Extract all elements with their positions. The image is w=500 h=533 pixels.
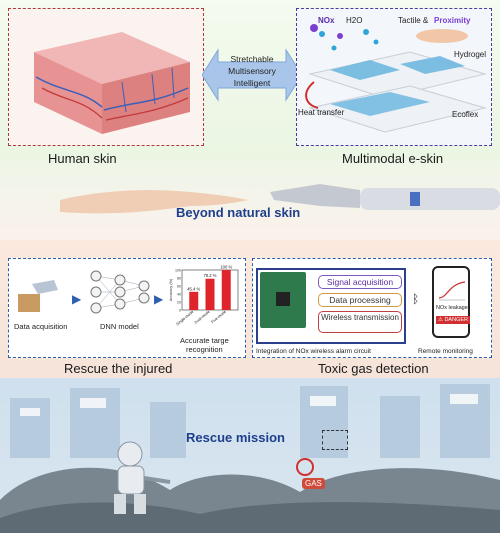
robot-hand-illustration <box>270 184 500 210</box>
tactile-label: Tactile & <box>398 16 429 25</box>
category-label: Dual-mode <box>194 310 211 325</box>
bar <box>205 278 215 310</box>
circuit-board-frame <box>256 268 406 344</box>
gas-caption: Toxic gas detection <box>318 361 429 376</box>
double-arrow-icon <box>202 48 302 102</box>
bar-value-label: 45.4 % <box>187 286 200 291</box>
remote-monitoring-label: Remote monitoring <box>418 348 473 355</box>
step-signal-acquisition: Signal acquisition <box>318 275 402 289</box>
hydrogel-label: Hydrogel <box>454 50 487 59</box>
y-axis-label: Accuracy (%) <box>169 278 173 301</box>
eskin-layers-illustration <box>305 24 487 133</box>
gas-warning-icon <box>296 458 314 476</box>
bar-value-label: 78.2 % <box>203 273 216 278</box>
human-skin-caption: Human skin <box>48 151 117 166</box>
target-frame-icon <box>322 430 348 450</box>
phone-monitor: NOx leakage ⚠ DANGER <box>432 266 470 338</box>
step-wireless-transmission-text: Wireless transmission <box>321 313 399 322</box>
bar <box>221 270 231 310</box>
category-label: Five-mode <box>211 310 227 325</box>
y-tick-label: 0 <box>179 309 181 313</box>
integration-label: Integration of NOx wireless alarm circui… <box>256 348 371 355</box>
bar-value-label: 100 % <box>220 265 232 270</box>
step-data-processing: Data processing <box>318 293 402 307</box>
y-tick-label: 20 <box>177 301 181 305</box>
leakage-label: NOx leakage <box>436 305 468 311</box>
robot-grip-box-icon <box>18 280 58 312</box>
step-wireless-transmission: Wireless transmission <box>318 311 402 333</box>
eskin-caption: Multimodal e-skin <box>342 151 444 166</box>
leakage-curve-icon <box>438 281 466 301</box>
city-silhouette <box>10 384 490 458</box>
chart-caption-line-1: Accurate targe <box>180 336 229 345</box>
y-tick-label: 80 <box>177 277 181 281</box>
chart-caption-line-2: recognition <box>186 345 223 354</box>
dnn-network-icon <box>90 270 150 314</box>
flow-arrow-1-icon: ▶ <box>72 292 82 306</box>
gas-tag: GAS <box>302 478 325 489</box>
rubble-piles <box>0 467 500 533</box>
y-tick-label: 100 <box>175 269 181 273</box>
rescue-mission-title: Rescue mission <box>186 430 285 445</box>
dnn-model-label: DNN model <box>100 322 139 331</box>
skin-block-illustration <box>34 32 190 134</box>
data-acquisition-label: Data acquisition <box>14 322 68 331</box>
proximity-label: Proximity <box>434 16 471 25</box>
y-tick-label: 60 <box>177 285 181 289</box>
danger-badge: ⚠ DANGER <box>436 316 470 324</box>
y-tick-label: 40 <box>177 293 181 297</box>
nox-label: NOx <box>318 16 335 25</box>
feature-multisensory: Multisensory <box>228 66 276 76</box>
chip-icon <box>276 292 290 306</box>
bluetooth-icon: ᛒ <box>412 292 420 306</box>
bar <box>189 291 199 310</box>
human-hand-illustration <box>60 190 248 214</box>
beyond-natural-skin-title: Beyond natural skin <box>176 205 301 220</box>
rescue-robot-illustration <box>114 441 171 514</box>
circuit-board <box>260 272 306 328</box>
heat-transfer-label: Heat transfer <box>298 108 345 117</box>
feature-intelligent: Intelligent <box>233 78 271 88</box>
feature-stretchable: Stretchable <box>230 54 274 64</box>
h2o-label: H2O <box>346 16 363 25</box>
flow-arrow-2-icon: ▶ <box>154 292 164 306</box>
rescue-caption: Rescue the injured <box>64 361 173 376</box>
ecoflex-label: Ecoflex <box>452 110 479 119</box>
